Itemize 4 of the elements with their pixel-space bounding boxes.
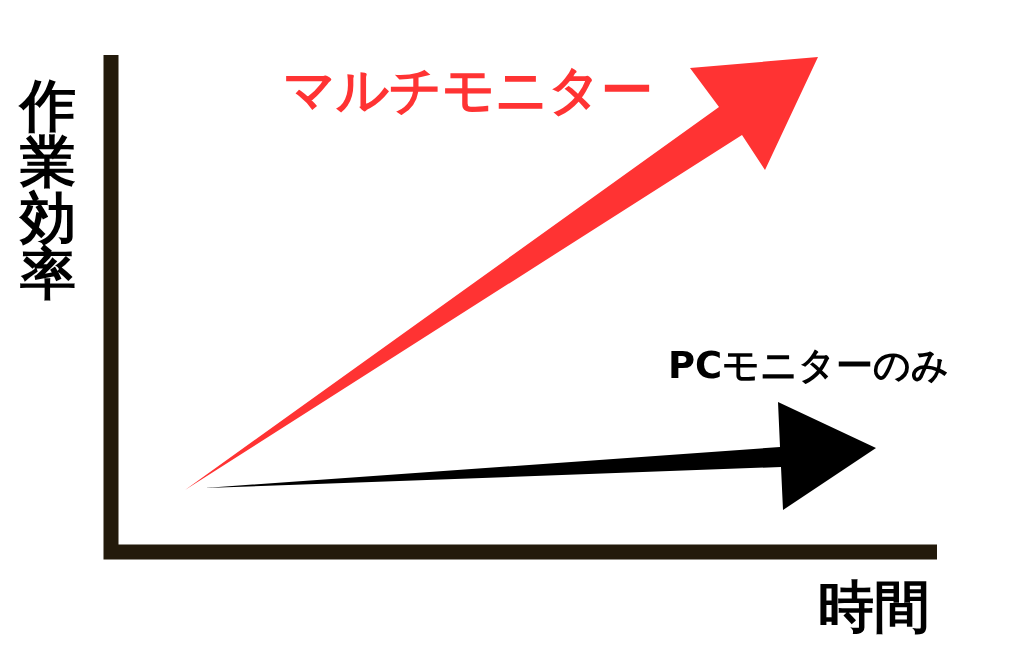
axis-label: 作業効率 bbox=[20, 78, 77, 302]
axis-label: 時間 bbox=[818, 576, 930, 638]
series-label: マルチモニター bbox=[283, 62, 653, 120]
series-label: PCモニターのみ bbox=[668, 346, 950, 387]
